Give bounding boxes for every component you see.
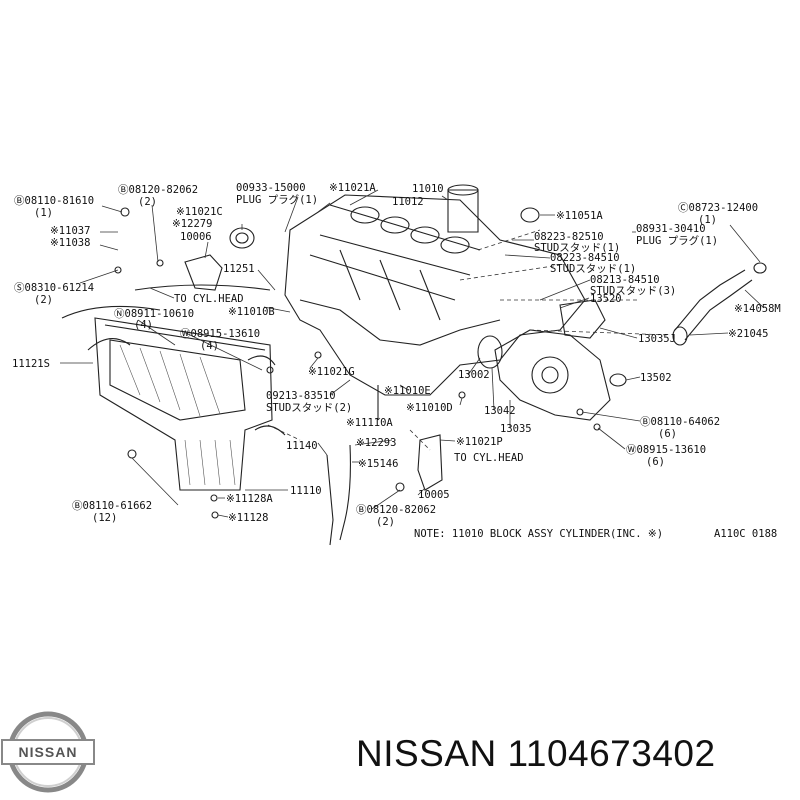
label-part-11140: 11140	[286, 440, 318, 452]
label-qty: (12)	[92, 512, 117, 524]
nissan-logo: NISSAN	[1, 711, 95, 793]
engine-block-drawing	[61, 184, 767, 546]
label-part-11121s: 11121S	[12, 358, 50, 370]
label-qty: (4)	[134, 319, 153, 331]
label-part-11021a: ※11021A	[329, 182, 376, 194]
label-part-11021g: ※11021G	[308, 366, 355, 378]
label-part-10005: 10005	[418, 489, 450, 501]
label-qty: (6)	[646, 456, 665, 468]
part-labels: Ⓑ08110-81610 (1) Ⓑ08120-82062 (2) 00933-…	[12, 182, 781, 540]
label-stud-08213-84510: 08213-84510	[590, 274, 660, 286]
label-washer-08915-13610: Ⓦ08915-13610	[180, 328, 260, 340]
label-qty: (1)	[34, 207, 53, 219]
label-stud: STUDスタッド(1)	[534, 242, 620, 254]
label-to-cyl-head: TO CYL.HEAD	[174, 293, 244, 305]
label-part-11021c: ※11021C	[176, 206, 223, 218]
label-part-13502: 13502	[640, 372, 672, 384]
label-part-15146: ※15146	[358, 458, 398, 470]
label-part-10006: 10006	[180, 231, 212, 243]
label-part-11010: 11010	[412, 183, 444, 195]
label-stud: STUDスタッド(2)	[266, 402, 352, 414]
label-qty: (1)	[698, 214, 717, 226]
label-part-14058m: ※14058M	[734, 303, 781, 315]
label-bolt-08120-82062-top: Ⓑ08120-82062	[118, 184, 198, 196]
label-part-12293: ※12293	[356, 437, 396, 449]
label-part-11051a: ※11051A	[556, 210, 603, 222]
label-qty: (2)	[138, 196, 157, 208]
label-stud-08223-84510: 08223-84510	[550, 252, 620, 264]
label-qty: (2)	[376, 516, 395, 528]
label-part-13035: 13035	[500, 423, 532, 435]
label-part-11037: ※11037	[50, 225, 90, 237]
label-qty: (6)	[658, 428, 677, 440]
label-part-11010d: ※11010D	[406, 402, 453, 414]
label-screw-08310-61214: Ⓢ08310-61214	[14, 282, 94, 294]
label-plug: PLUG プラグ(1)	[236, 193, 318, 206]
label-plug: PLUG プラグ(1)	[636, 234, 718, 247]
label-bolt-08110-64062: Ⓑ08110-64062	[640, 416, 720, 428]
label-nut-08911-10610: Ⓝ08911-10610	[114, 308, 194, 320]
label-stud: STUDスタッド(3)	[590, 285, 676, 297]
label-part-11010b: ※11010B	[228, 306, 275, 318]
brand-part-number: NISSAN 1104673402	[356, 733, 716, 774]
label-part-21045: ※21045	[728, 328, 768, 340]
label-washer-08915-13610: Ⓦ08915-13610	[626, 444, 706, 456]
label-part-13002: 13002	[458, 369, 490, 381]
label-part-13520: 13520	[590, 293, 622, 305]
label-plug-08931-30410: 08931-30410	[636, 223, 706, 235]
label-part-12279: ※12279	[172, 218, 212, 230]
label-part-11021p: ※11021P	[456, 436, 503, 448]
label-bolt-08120-82062-bottom: Ⓑ08120-82062	[356, 504, 436, 516]
label-part-11251: 11251	[223, 263, 255, 275]
label-plug-00933-15000: 00933-15000	[236, 182, 306, 194]
label-ring-08723-12400: Ⓒ08723-12400	[678, 202, 758, 214]
label-part-11128a: ※11128A	[226, 493, 273, 505]
label-qty: (2)	[34, 294, 53, 306]
label-part-11038: ※11038	[50, 237, 90, 249]
label-part-11010e: ※11010E	[384, 385, 431, 397]
label-code: A110C 0188	[714, 528, 777, 540]
label-part-11128: ※11128	[228, 512, 268, 524]
label-qty: (4)	[200, 340, 219, 352]
label-part-11110: 11110	[290, 485, 322, 497]
label-stud-09213-83510: 09213-83510	[266, 390, 336, 402]
leader-lines	[60, 189, 765, 518]
label-part-13035j: 13035J	[638, 333, 676, 345]
label-part-13042: 13042	[484, 405, 516, 417]
label-part-11012: 11012	[392, 196, 424, 208]
label-to-cyl-head: TO CYL.HEAD	[454, 452, 524, 464]
label-note: NOTE: 11010 BLOCK ASSY CYLINDER(INC. ※)	[414, 528, 663, 540]
label-part-11110a: ※11110A	[346, 417, 393, 429]
logo-text: NISSAN	[19, 744, 78, 760]
label-stud: STUDスタッド(1)	[550, 263, 636, 275]
label-bolt-08110-61662: Ⓑ08110-61662	[72, 500, 152, 512]
label-stud-08223-82510: 08223-82510	[534, 231, 604, 243]
label-bolt-08110-81610: Ⓑ08110-81610	[14, 195, 94, 207]
